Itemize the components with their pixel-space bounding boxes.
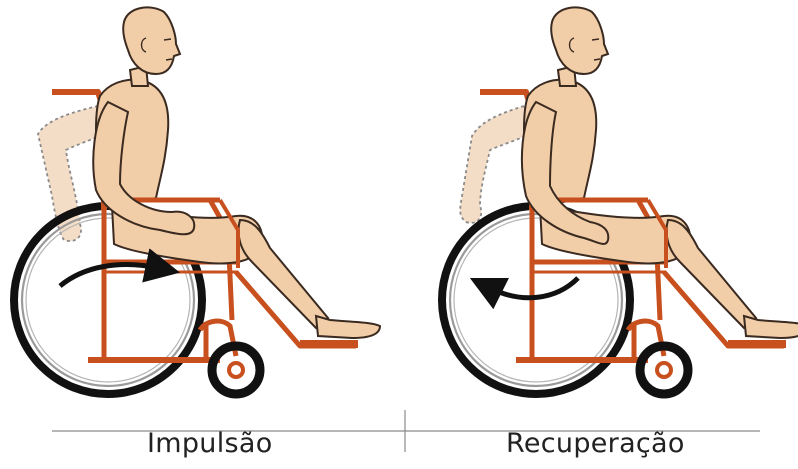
impulse-panel	[14, 7, 380, 394]
impulse-caption: Impulsão	[147, 428, 273, 459]
push-arrow	[60, 265, 158, 286]
recovery-panel	[442, 7, 798, 394]
recovery-caption: Recuperação	[506, 428, 685, 459]
